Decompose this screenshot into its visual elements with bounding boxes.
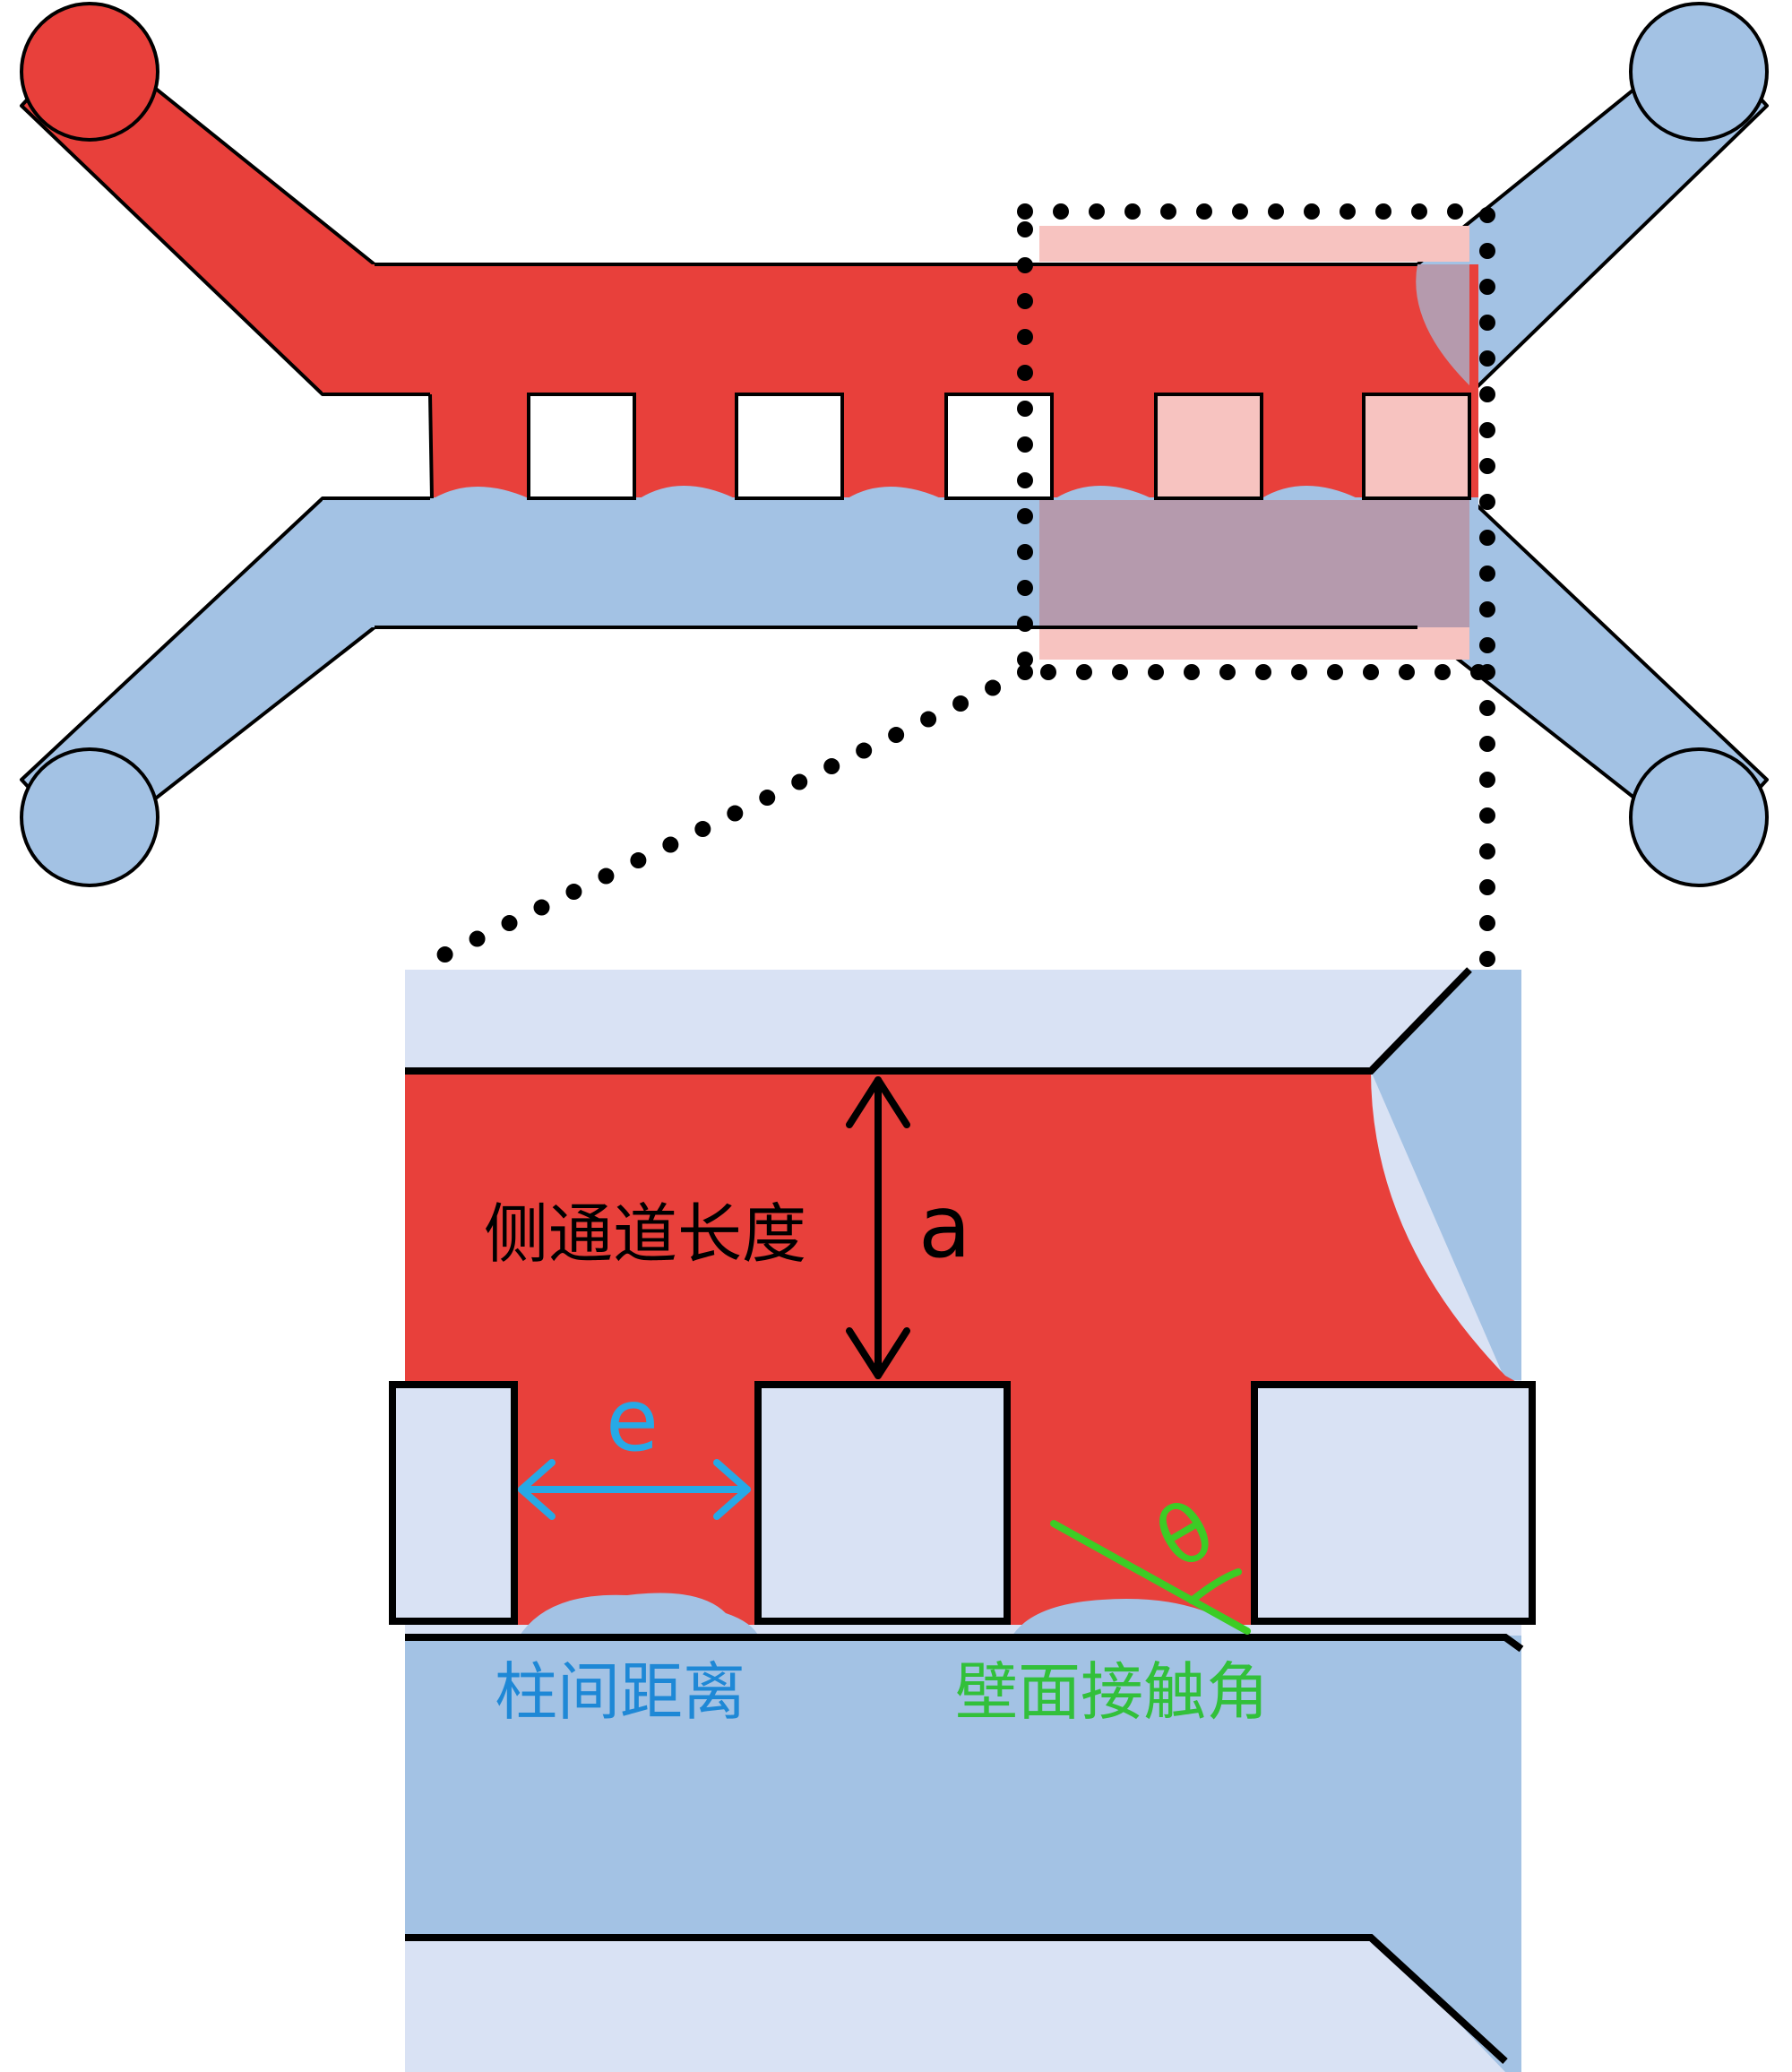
overview-chip [20,2,1769,974]
pillar [754,1381,1011,1625]
zoom-inset: 侧通道长度 a e 柱间距离 θ 壁面接触角 [389,967,1536,2072]
pillar [1362,393,1471,500]
inset-red-channel [405,1071,1521,1389]
inset-blue-channel [405,1636,1521,1938]
side-channel-length-label: 侧通道长度 [484,1196,806,1272]
menisci-inset [518,1593,1254,1638]
pillar [944,393,1054,500]
blue-port-bottom-left [20,747,159,887]
pillar [527,393,636,500]
pillar-spacing-label: 柱间距离 [495,1655,745,1729]
inset-pillars [389,1381,1536,1625]
pillar [1251,1381,1536,1625]
inset-right-tube [1371,970,1521,1380]
arrow-a [846,1076,910,1379]
inset-walls [405,967,1524,2064]
zoom-dotted-box [413,203,1495,974]
overview-pillars [527,393,1471,500]
pillar [1154,393,1263,500]
blue-port-bottom-right [1629,747,1769,887]
wall-contact-angle-label: 壁面接触角 [955,1655,1269,1729]
pillar [735,393,844,500]
blue-port-top-right [1629,2,1769,142]
contact-angle-marker [1050,1520,1251,1635]
symbol-e: e [606,1370,659,1471]
red-main-channel [323,264,1478,394]
menisci-overview [434,486,1357,498]
red-inlet-port [20,2,159,142]
symbol-a: a [918,1177,971,1277]
arrow-e [518,1459,751,1520]
pillar [389,1381,518,1625]
zoom-highlight [1039,226,1469,660]
